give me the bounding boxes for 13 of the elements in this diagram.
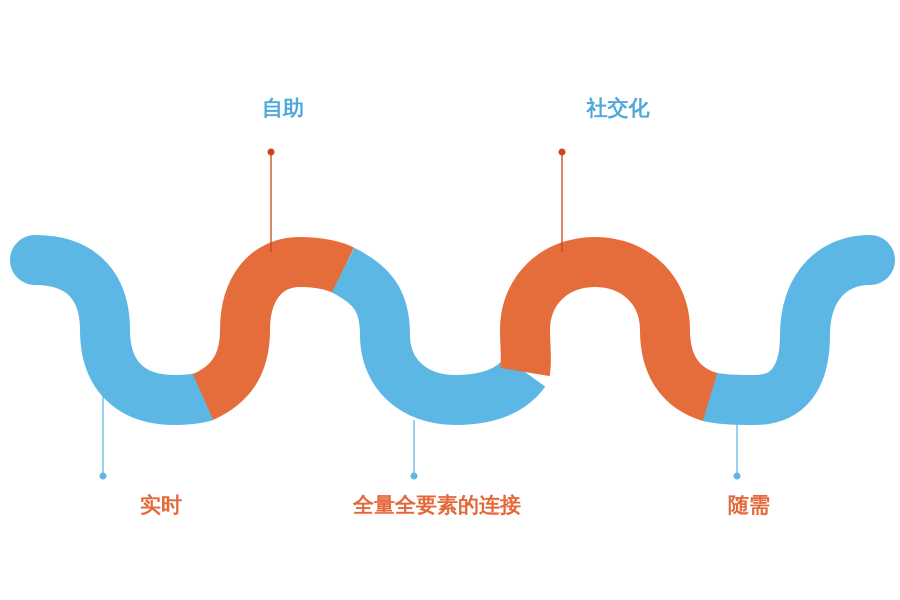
wave-band-segment [500, 237, 718, 421]
leader-line [268, 148, 274, 252]
wave-band-segment [192, 237, 354, 420]
wave-band-segment [331, 248, 545, 425]
leader-line [734, 422, 740, 480]
leader-line [410, 420, 418, 480]
leader-line [558, 148, 566, 252]
stage-label: 社交化 [586, 95, 650, 121]
stage-label: 自助 [262, 95, 304, 121]
stage-label: 全量全要素的连接 [353, 492, 521, 518]
stage-label: 随需 [728, 492, 770, 518]
leader-line [100, 395, 106, 480]
stage-label: 实时 [140, 492, 182, 518]
